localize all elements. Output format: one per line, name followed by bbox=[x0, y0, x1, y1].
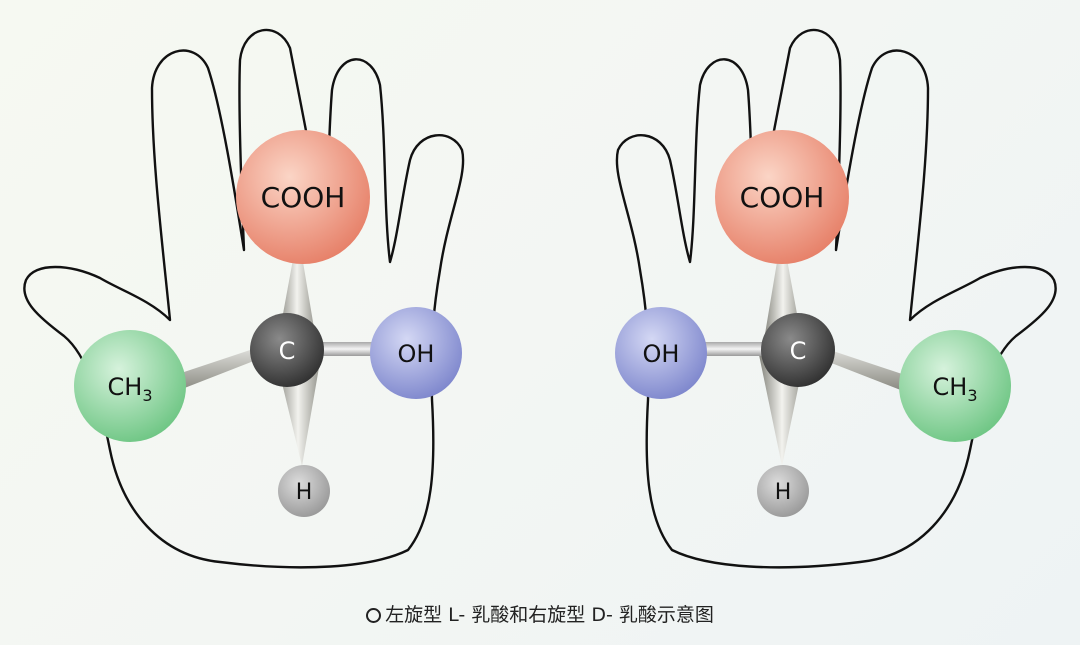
left-label-oh: OH bbox=[398, 340, 435, 368]
figure-caption: 左旋型 L- 乳酸和右旋型 D- 乳酸示意图 bbox=[0, 600, 1080, 627]
right-label-hydrogen: H bbox=[775, 480, 792, 505]
left-bond-oh bbox=[318, 342, 378, 356]
left-atom-ch3 bbox=[74, 330, 186, 442]
right-label-oh: OH bbox=[643, 340, 680, 368]
right-hand-outline bbox=[615, 28, 1057, 569]
right-label-cooh: COOH bbox=[740, 181, 825, 214]
right-atom-hydrogen bbox=[757, 465, 809, 517]
left-label-hydrogen: H bbox=[296, 480, 313, 505]
left-atom-oh bbox=[370, 307, 462, 399]
left-label-cooh: COOH bbox=[261, 181, 346, 214]
right-atom-oh bbox=[615, 307, 707, 399]
left-hand-outline bbox=[23, 28, 465, 569]
left-hand: COOH CH3 OH C H bbox=[23, 28, 465, 569]
right-atom-carbon bbox=[761, 313, 835, 387]
left-label-ch3: CH3 bbox=[108, 373, 153, 405]
right-atom-cooh bbox=[715, 130, 849, 264]
left-atom-carbon bbox=[250, 313, 324, 387]
left-atom-cooh bbox=[236, 130, 370, 264]
right-label-carbon: C bbox=[790, 337, 807, 365]
caption-text: 左旋型 L- 乳酸和右旋型 D- 乳酸示意图 bbox=[385, 604, 714, 626]
right-bond-oh bbox=[702, 342, 764, 356]
left-label-carbon: C bbox=[279, 337, 296, 365]
right-atom-ch3 bbox=[899, 330, 1011, 442]
left-atom-hydrogen bbox=[278, 465, 330, 517]
right-label-ch3: CH3 bbox=[933, 373, 978, 405]
right-hand: COOH CH3 OH C H bbox=[615, 28, 1057, 569]
circle-bullet-icon bbox=[366, 608, 382, 623]
